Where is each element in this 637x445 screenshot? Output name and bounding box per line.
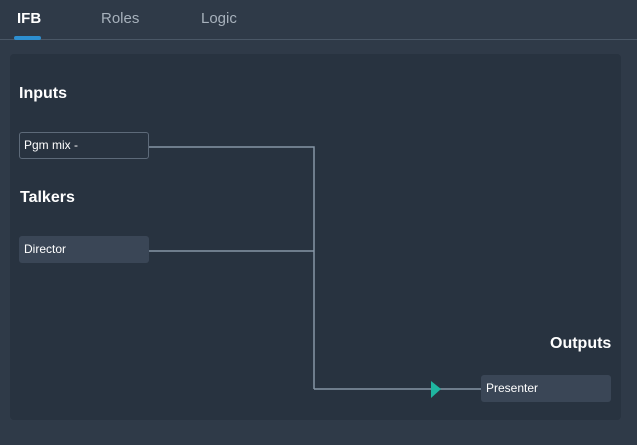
section-outputs-title: Outputs — [550, 335, 612, 352]
output-node-presenter[interactable]: Presenter — [481, 375, 611, 402]
tab-logic[interactable]: Logic — [201, 10, 237, 27]
tab-ifb[interactable]: IFB — [17, 10, 42, 27]
tab-roles[interactable]: Roles — [101, 10, 140, 27]
arrow-icon — [431, 381, 441, 398]
input-node-pgm-mix[interactable]: Pgm mix - — [19, 132, 149, 159]
talker-node-director[interactable]: Director — [19, 236, 149, 263]
section-inputs-title: Inputs — [19, 85, 67, 102]
tab-bar: IFB Roles Logic — [0, 0, 637, 40]
wire-input-pgm — [149, 146, 315, 389]
section-talkers-title: Talkers — [20, 189, 75, 206]
active-tab-indicator — [14, 36, 41, 40]
